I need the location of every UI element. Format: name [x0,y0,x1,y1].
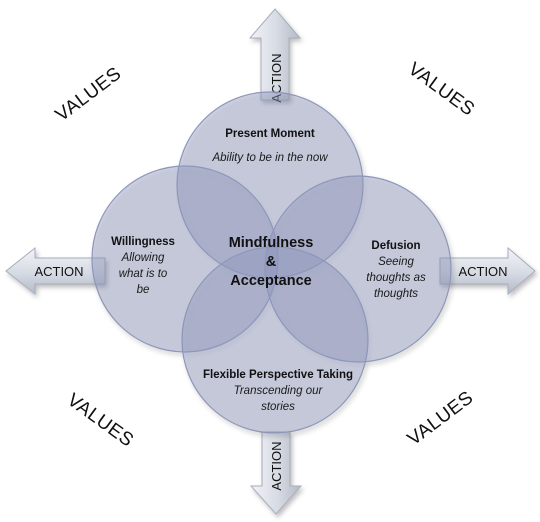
action-label-bottom: ACTION [269,441,284,490]
willingness-subtitle-line2: what is to [119,268,168,280]
flexible-perspective-subtitle-line1: Transcending our [234,385,324,397]
values-label-top-right: VALUES [404,59,478,121]
action-label-top: ACTION [269,53,284,102]
center-label-line2: & [266,254,277,270]
circles-group [91,91,452,434]
flexible-perspective-subtitle-line2: stories [261,401,295,413]
action-label-right: ACTION [458,264,507,279]
defusion-subtitle-line1: Seeing [378,256,414,268]
action-label-left: ACTION [34,264,83,279]
action-arrow-bottom [249,431,303,515]
willingness-subtitle-line3: be [137,284,150,296]
action-arrow-right [439,246,536,296]
values-label-top-left: VALUES [52,63,126,126]
flexible-perspective-title: Flexible Perspective Taking [203,369,353,381]
defusion-subtitle-line3: thoughts [374,288,418,300]
defusion-subtitle-line2: thoughts as [366,272,426,284]
values-label-bottom-left: VALUES [63,390,137,452]
defusion-title: Defusion [371,240,420,252]
willingness-title: Willingness [111,236,175,248]
action-arrow-left [5,246,106,296]
action-arrow-top [248,8,302,101]
center-label-line1: Mindfulness [229,235,314,251]
center-label-line3: Acceptance [230,273,311,289]
circle-flexible-perspective [181,246,369,434]
present-moment-title: Present Moment [225,128,315,140]
willingness-subtitle-line1: Allowing [121,252,165,264]
values-label-bottom-right: VALUES [404,387,478,450]
present-moment-subtitle: Ability to be in the now [211,152,328,164]
